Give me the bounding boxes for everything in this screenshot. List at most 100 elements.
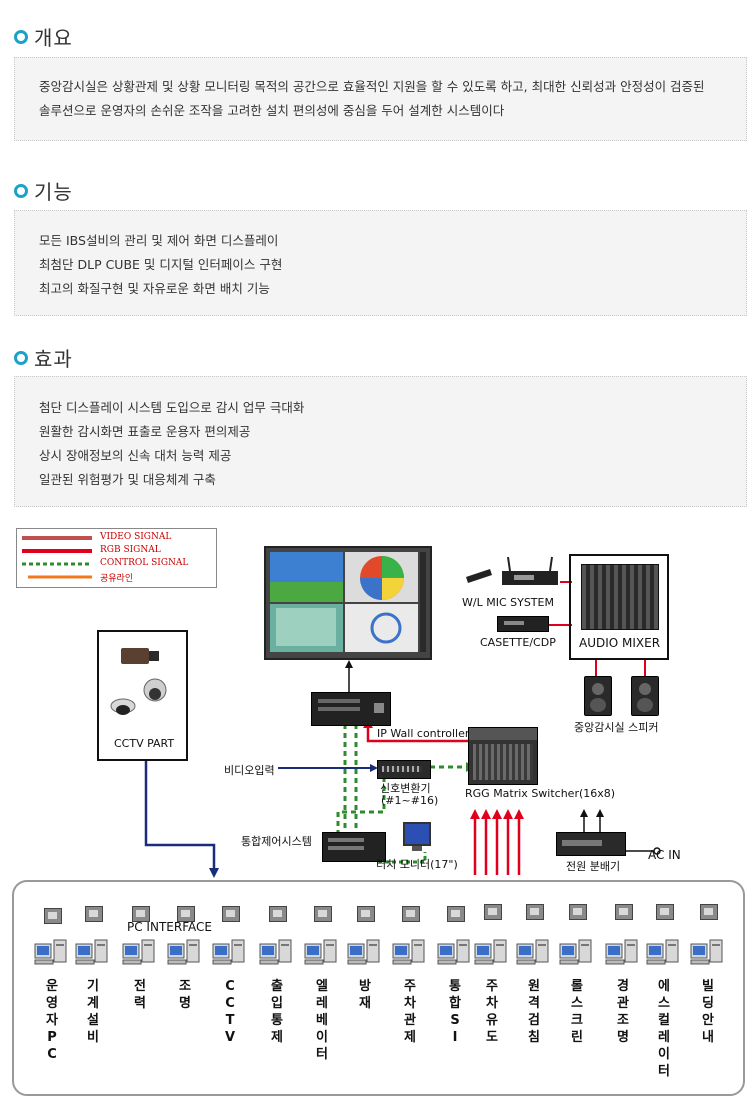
overview-heading: 개요 [14,22,73,51]
legend-control: CONTROL SIGNAL [100,558,189,568]
overview-box: 중앙감시실은 상황관제 및 상황 모니터링 목적의 공간으로 효율적인 지원을 … [14,57,747,141]
effects-heading: 효과 [14,343,73,372]
desktop-pc-icon [347,938,383,965]
desktop-pc-icon [474,938,510,965]
functions-line: 모든 IBS설비의 관리 및 제어 화면 디스플레이 [39,233,279,248]
effects-line: 원활한 감시화면 표출로 운용자 편의제공 [39,424,251,439]
video-input-label: 비디오입력 [224,764,275,777]
speaker-icon [631,676,659,716]
desktop-pc-icon [437,938,473,965]
legend-box [16,528,217,588]
functions-line: 최고의 화질구현 및 자유로운 화면 배치 기능 [39,281,270,296]
interface-box-icon [700,904,718,920]
interface-box-icon [569,904,587,920]
power-distributor [556,832,626,856]
interface-box-icon [656,904,674,920]
interface-box-icon [484,904,502,920]
cctv-link [144,761,216,872]
effects-box: 첨단 디스플레이 시스템 도입으로 감시 업무 극대화 원활한 감시화면 표출로… [14,376,747,507]
legend-rgb: RGB SIGNAL [100,545,161,555]
wall-controller-unit [311,692,391,726]
effects-line: 일관된 위험평가 및 대응체계 구축 [39,472,216,487]
converter-label: 신호변환기 [380,782,431,795]
ip-wall-label: IP Wall controller [377,727,470,740]
functions-box: 모든 IBS설비의 관리 및 제어 화면 디스플레이 최첨단 DLP CUBE … [14,210,747,316]
circle-bullet-icon [14,29,28,44]
legend-shared: 공유라인 [100,574,134,584]
interface-box-icon [132,906,150,922]
integrated-control-label: 통합제어시스템 [241,835,312,848]
desktop-pc-icon [34,938,70,965]
signal-converter [377,760,431,779]
interface-box-icon [526,904,544,920]
interface-box-icon [357,906,375,922]
speaker-label: 중앙감시실 스피커 [574,721,659,734]
effects-line: 상시 장애정보의 신속 대처 능력 제공 [39,448,232,463]
desktop-pc-icon [122,938,158,965]
cctv-part-label: CCTV PART [114,737,175,750]
interface-box-icon [269,906,287,922]
interface-box-icon [615,904,633,920]
desktop-pc-icon [605,938,641,965]
desktop-pc-icon [392,938,428,965]
desktop-pc-icon [304,938,340,965]
desktop-pc-icon [646,938,682,965]
casette-icon [497,616,549,632]
desktop-pc-icon [212,938,248,965]
integrated-control-unit [322,832,386,862]
audio-mixer-icon [581,564,659,630]
functions-line: 최첨단 DLP CUBE 및 디지털 인터페이스 구현 [39,257,283,272]
audio-mixer-box [569,554,669,660]
wireless-mic-icon [466,556,558,585]
legend-video: VIDEO SIGNAL [100,532,172,542]
wl-mic-label: W/L MIC SYSTEM [462,596,554,609]
desktop-pc-icon [690,938,726,965]
interface-box-icon [402,906,420,922]
desktop-pc-icon [167,938,203,965]
cctv-part-box [97,630,188,761]
matrix-label: RGG Matrix Switcher(16x8) [465,787,616,800]
interface-box-icon [222,906,240,922]
circle-bullet-icon [14,350,28,365]
display-wall [264,546,432,660]
matrix-switcher [468,727,538,785]
interface-box-icon [177,906,195,922]
power-label: 전원 분배기 [566,860,621,873]
desktop-pc-icon [75,938,111,965]
interface-box-icon [44,908,62,924]
pc-interface-label: PC INTERFACE [127,920,212,934]
touch-monitor-icon [403,822,431,846]
ac-in-label: AC IN [648,848,681,862]
desktop-pc-icon [259,938,295,965]
desktop-pc-icon [516,938,552,965]
effects-title: 효과 [34,347,73,371]
casette-label: CASETTE/CDP [480,636,556,649]
functions-heading: 기능 [14,176,73,205]
cctv-camera-icon [110,648,167,715]
converter-sub-label: (#1~#16) [381,794,439,807]
desktop-pc-icon [559,938,595,965]
overview-line: 중앙감시실은 상황관제 및 상황 모니터링 목적의 공간으로 효율적인 지원을 … [39,79,705,94]
touch-monitor-label: 터치 모니터(17") [376,858,458,871]
audio-mixer-label: AUDIO MIXER [579,636,661,650]
effects-line: 첨단 디스플레이 시스템 도입으로 감시 업무 극대화 [39,400,305,415]
circle-bullet-icon [14,183,28,198]
overview-line: 솔루션으로 운영자의 손쉬운 조작을 고려한 설치 편의성에 중심을 두어 설계… [39,103,505,118]
overview-title: 개요 [34,26,73,50]
interface-box-icon [447,906,465,922]
functions-title: 기능 [34,180,73,204]
